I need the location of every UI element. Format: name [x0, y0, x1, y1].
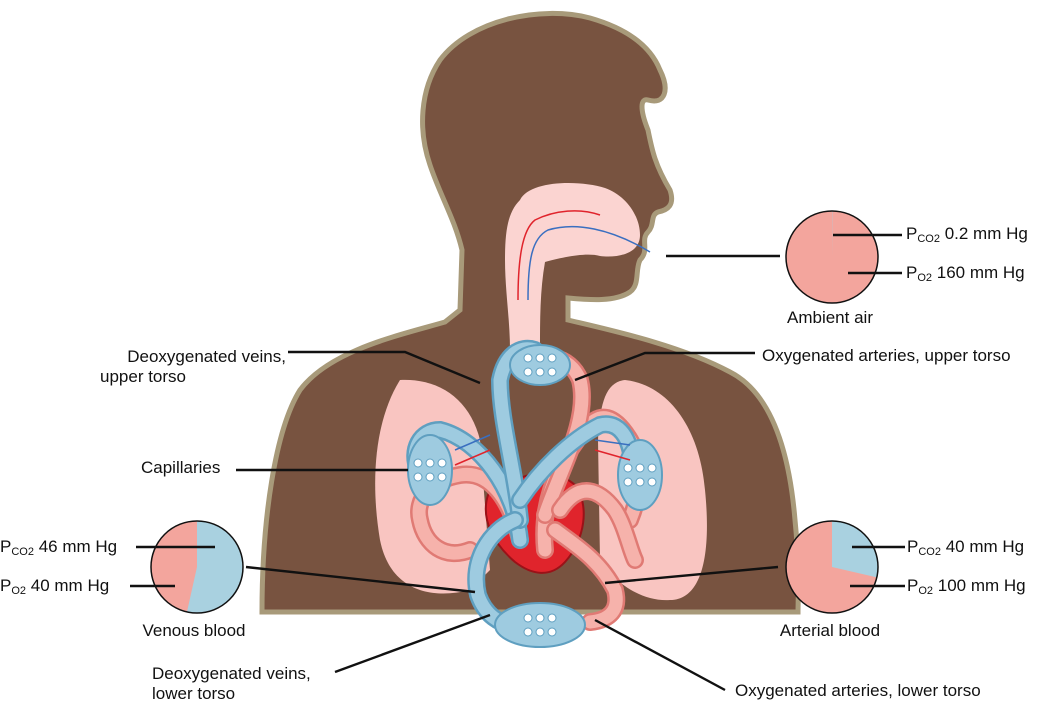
label-deoxygenated-veins-upper: Deoxygenated veins, upper torso: [100, 347, 286, 387]
ambient-pco2-label: PCO2 0.2 mm Hg: [906, 224, 1028, 249]
capillary-mesh-cell: [548, 614, 556, 622]
capillary-mesh-cell: [524, 628, 532, 636]
arterial-po2-label: PO2 100 mm Hg: [907, 576, 1026, 601]
arterial-pco2-label: PCO2 40 mm Hg: [907, 537, 1024, 562]
label-line: upper torso: [100, 367, 286, 387]
capillary-mesh-cell: [414, 473, 422, 481]
capillary-mesh-cell: [536, 354, 544, 362]
capillary-mesh-cell: [414, 459, 422, 467]
capillary-bed-lower: [495, 603, 585, 647]
capillary-mesh-cell: [524, 354, 532, 362]
capillary-mesh-cell: [524, 614, 532, 622]
ambient-caption: Ambient air: [760, 308, 900, 328]
ambient-po2-label: PO2 160 mm Hg: [906, 263, 1025, 288]
capillary-bed-left-lung: [618, 440, 662, 510]
label-deoxygenated-veins-lower: Deoxygenated veins, lower torso: [152, 664, 311, 704]
capillary-mesh-cell: [524, 368, 532, 376]
capillary-mesh-cell: [426, 459, 434, 467]
venous-pco2-label: PCO2 46 mm Hg: [0, 537, 117, 562]
leader-oxy-lower: [595, 620, 725, 690]
label-line: Deoxygenated veins,: [152, 664, 311, 684]
capillary-mesh-cell: [548, 368, 556, 376]
label-oxygenated-arteries-upper: Oxygenated arteries, upper torso: [762, 346, 1011, 366]
capillary-mesh-cell: [636, 478, 644, 486]
leader-deoxy-lower: [335, 615, 490, 672]
arterial-caption: Arterial blood: [760, 621, 900, 641]
label-capillaries: Capillaries: [141, 458, 220, 478]
capillary-mesh-cell: [548, 628, 556, 636]
label-line: lower torso: [152, 684, 311, 704]
capillary-bed-right-lung: [408, 435, 452, 505]
capillary-mesh-cell: [548, 354, 556, 362]
capillary-mesh-cell: [624, 478, 632, 486]
capillary-mesh-cell: [438, 459, 446, 467]
capillary-mesh-cell: [636, 464, 644, 472]
capillary-mesh-cell: [426, 473, 434, 481]
venous-caption: Venous blood: [124, 621, 264, 641]
capillary-mesh-cell: [536, 628, 544, 636]
capillary-mesh-cell: [648, 478, 656, 486]
venous-po2-label: PO2 40 mm Hg: [0, 576, 109, 601]
label-oxygenated-arteries-lower: Oxygenated arteries, lower torso: [735, 681, 981, 701]
capillary-mesh-cell: [624, 464, 632, 472]
capillary-mesh-cell: [648, 464, 656, 472]
capillary-mesh-cell: [536, 614, 544, 622]
capillary-mesh-cell: [438, 473, 446, 481]
capillary-mesh-cell: [536, 368, 544, 376]
capillary-bed-upper: [510, 345, 570, 385]
label-line: Deoxygenated veins,: [100, 347, 286, 367]
